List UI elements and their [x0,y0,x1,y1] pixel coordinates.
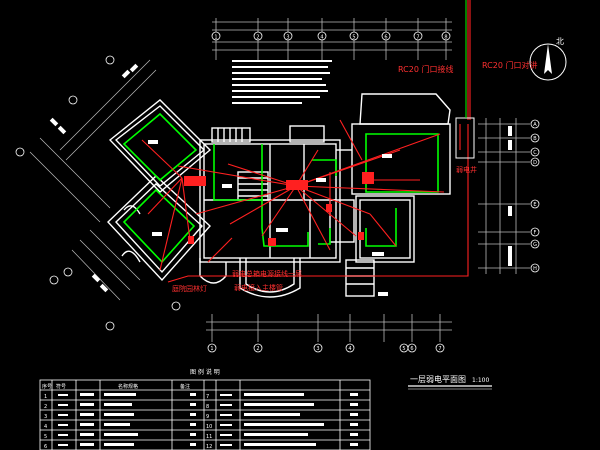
annotation-rc20-right: RC20 门口对讲 [482,60,537,70]
drawing-scale: 1:100 [472,377,489,384]
room-labels [148,140,392,296]
axis-label: 7 [438,346,441,352]
legend-header-name: 名称规格 [118,383,138,390]
bottom-axis-bubbles: 1 2 3 4 5 6 7 [207,343,445,353]
axis-bubble-top-6: 6 [381,31,391,41]
legend-row-no: 10 [206,424,212,430]
legend-content-bars [58,393,358,446]
axis-label: 6 [384,35,387,41]
axis-bubble-top-2: 2 [253,31,263,41]
legend-row-no: 4 [44,424,47,430]
axis-label: 8 [444,35,447,41]
legend-row-no: 12 [206,444,212,450]
axis-bubble-top-3: 3 [283,31,293,41]
axis-label: 4 [320,35,323,41]
axis-label: E [533,202,536,208]
axis-label: H [533,266,537,272]
axis-bubble-right-H: H [530,263,540,273]
bottom-dimension-lines [206,314,452,342]
right-axis-grid [478,118,530,274]
legend-title: 图 例 说 明 [190,368,220,376]
right-axis-bubbles: A B C D E F G H [530,119,540,273]
axis-bubble-bottom-3: 3 [313,343,323,353]
drawing-title-block: 一层弱电平面图 1:100 [408,374,492,390]
drawing-title: 一层弱电平面图 [410,374,466,384]
annotation-note-line1: 弱电总箱电源接线一层 [232,269,302,278]
legend-table: 图 例 说 明 序号 符号 名称规格 备注 1 2 3 4 5 [39,368,371,450]
axis-label: 7 [416,35,419,41]
axis-label: 1 [210,346,213,352]
legend-row-no: 7 [206,394,209,400]
axis-label: 5 [402,346,405,352]
left-wing-axis-grid [29,59,157,301]
axis-label: B [533,136,537,142]
axis-label: 6 [410,346,413,352]
axis-bubble-right-G: G [530,239,540,249]
axis-label: 3 [286,35,289,41]
weak-current-well [455,117,475,159]
axis-label: 3 [316,346,319,352]
legend-header-remark: 备注 [180,383,190,390]
axis-bubble-right-A: A [530,119,540,129]
axis-bubble-bottom-1: 1 [207,343,217,353]
axis-label: 1 [214,35,217,41]
red-distribution-boxes [184,172,374,246]
right-axis-ticks [508,126,512,266]
axis-label: 5 [352,35,355,41]
annotation-note-line2: 弱电接入主楼管 [234,283,283,292]
axis-label: A [533,122,537,128]
top-axis-bubbles: 1 2 3 4 5 6 7 8 [211,31,451,41]
legend-row-no: 11 [206,434,212,440]
axis-bubble-top-7: 7 [413,31,423,41]
axis-label: 4 [348,346,351,352]
left-wing-ticks [49,63,139,293]
axis-label: 2 [256,346,259,352]
axis-label: C [533,150,537,156]
legend-row-no: 8 [206,404,209,410]
axis-bubble-bottom-2: 2 [253,343,263,353]
annotation-weak-well: 弱电井 [456,165,477,174]
axis-bubble-right-C: C [530,147,540,157]
axis-bubble-top-8: 8 [441,31,451,41]
axis-bubble-bottom-5: 5 [399,343,409,353]
axis-label: G [533,242,537,248]
axis-label: D [533,160,537,166]
axis-label: 2 [256,35,259,41]
axis-label: F [534,230,537,236]
axis-bubble-right-B: B [530,133,540,143]
axis-bubble-bottom-7: 7 [435,343,445,353]
red-wiring [141,0,471,283]
axis-bubble-top-4: 4 [317,31,327,41]
axis-bubble-bottom-4: 4 [345,343,355,353]
legend-row-no: 5 [44,434,47,440]
legend-row-no: 6 [44,444,47,450]
axis-bubble-right-F: F [530,227,540,237]
annotation-rc20-left: RC20 门口接线 [398,64,453,74]
north-arrow: 北 [529,37,567,81]
left-wing-bubbles [15,55,181,331]
axis-bubble-right-E: E [530,199,540,209]
north-label: 北 [556,37,564,46]
annotation-garden-light: 庭院园林灯 [172,284,207,293]
axis-bubble-top-5: 5 [349,31,359,41]
design-notes-block [232,60,332,104]
legend-row-no: 3 [44,414,47,420]
legend-header-symbol: 符号 [56,383,66,390]
axis-bubble-right-D: D [530,157,540,167]
axis-bubble-top-1: 1 [211,31,221,41]
legend-row-no: 1 [44,394,47,400]
legend-row-no: 2 [44,404,47,410]
axis-bubble-bottom-6: 6 [407,343,417,353]
legend-row-no: 9 [206,414,209,420]
legend-header-no: 序号 [42,383,52,390]
